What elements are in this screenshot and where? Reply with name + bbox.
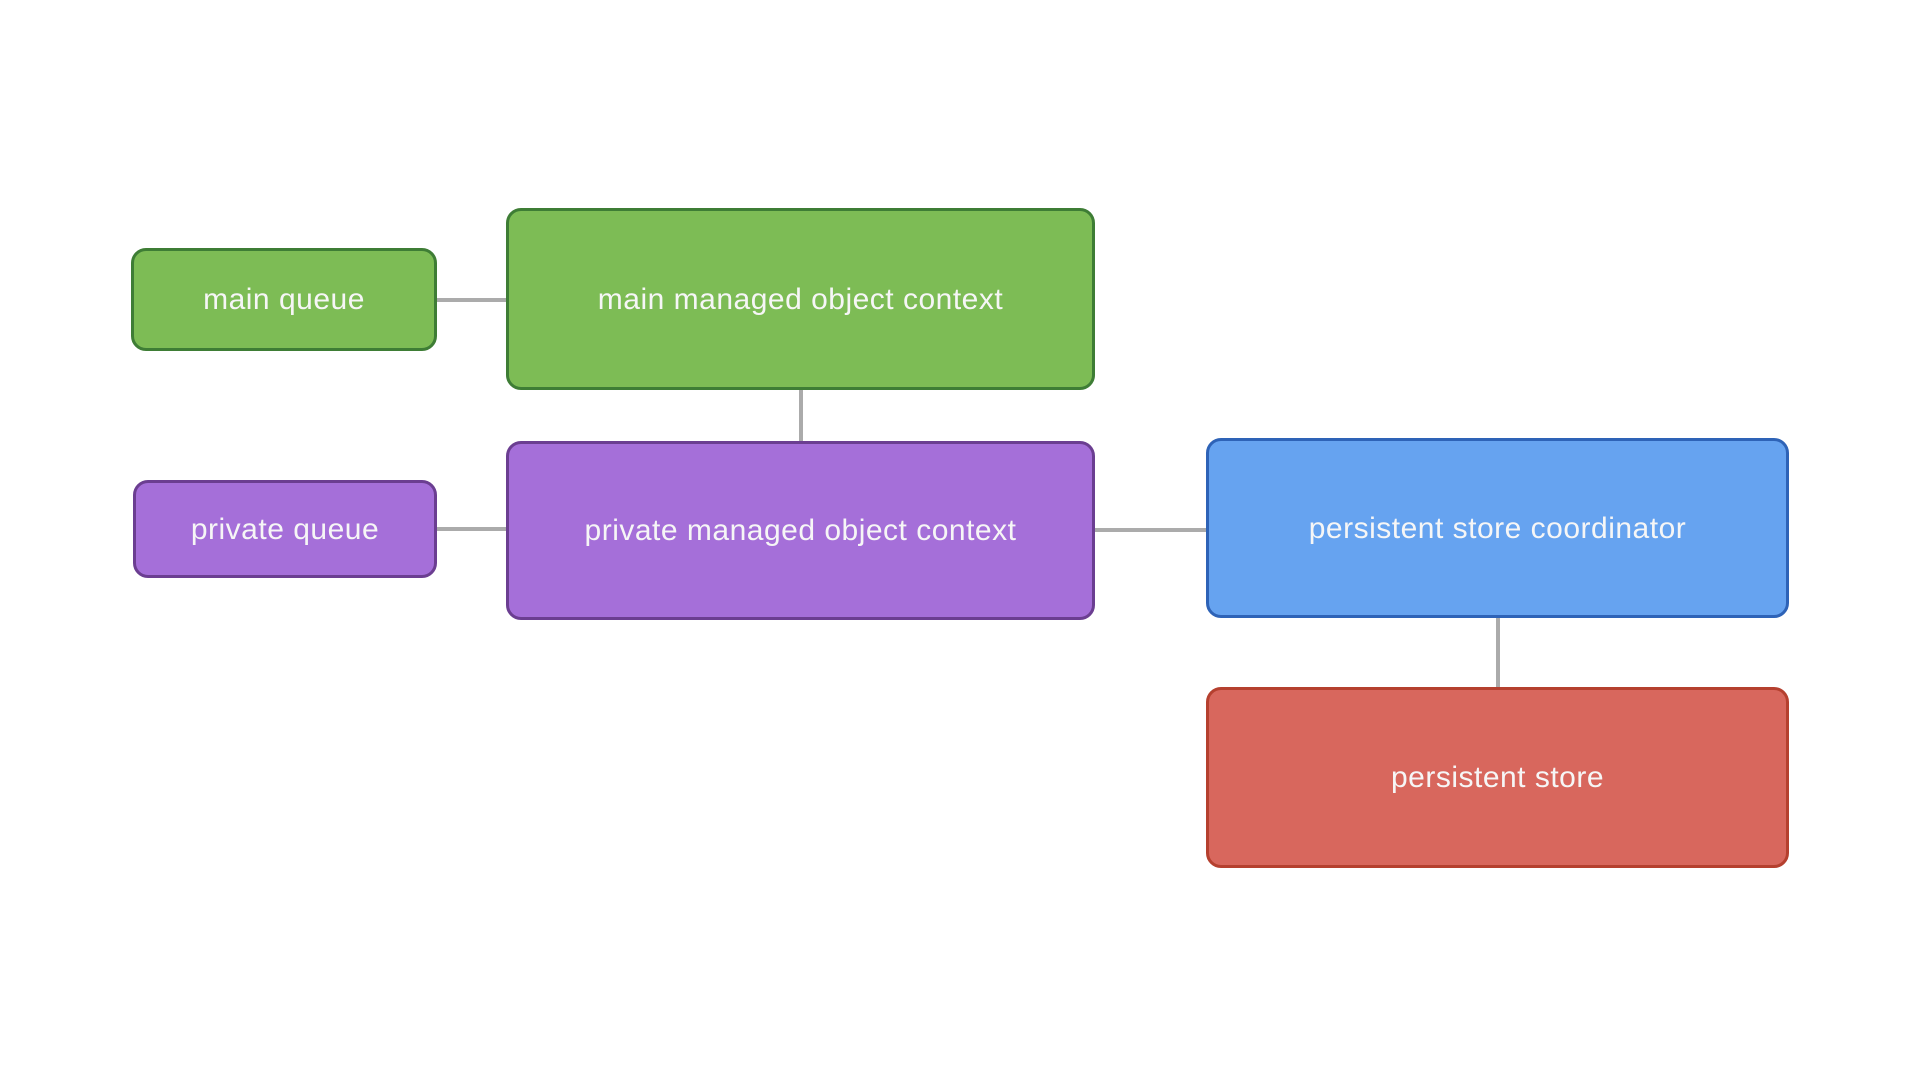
node-private-queue: private queue	[133, 480, 437, 578]
node-private-queue-label: private queue	[190, 512, 380, 546]
node-main-queue: main queue	[131, 248, 437, 351]
node-persistent-store-coordinator: persistent store coordinator	[1206, 438, 1789, 618]
connector-coordinator-to-store	[1496, 618, 1500, 687]
connector-private-context-to-coordinator	[1095, 528, 1206, 532]
node-main-managed-object-context: main managed object context	[506, 208, 1095, 390]
node-private-managed-object-context: private managed object context	[506, 441, 1095, 620]
connector-main-context-to-private-context	[799, 390, 803, 441]
node-main-queue-label: main queue	[203, 283, 365, 316]
node-persistent-store-coordinator-label: persistent store coordinator	[1308, 511, 1687, 545]
node-private-managed-object-context-label: private managed object context	[584, 514, 1017, 547]
node-persistent-store: persistent store	[1206, 687, 1789, 868]
connector-main-queue-to-main-context	[437, 298, 506, 302]
node-main-managed-object-context-label: main managed object context	[597, 282, 1004, 316]
connector-private-queue-to-private-context	[437, 527, 506, 531]
node-persistent-store-label: persistent store	[1390, 761, 1605, 794]
